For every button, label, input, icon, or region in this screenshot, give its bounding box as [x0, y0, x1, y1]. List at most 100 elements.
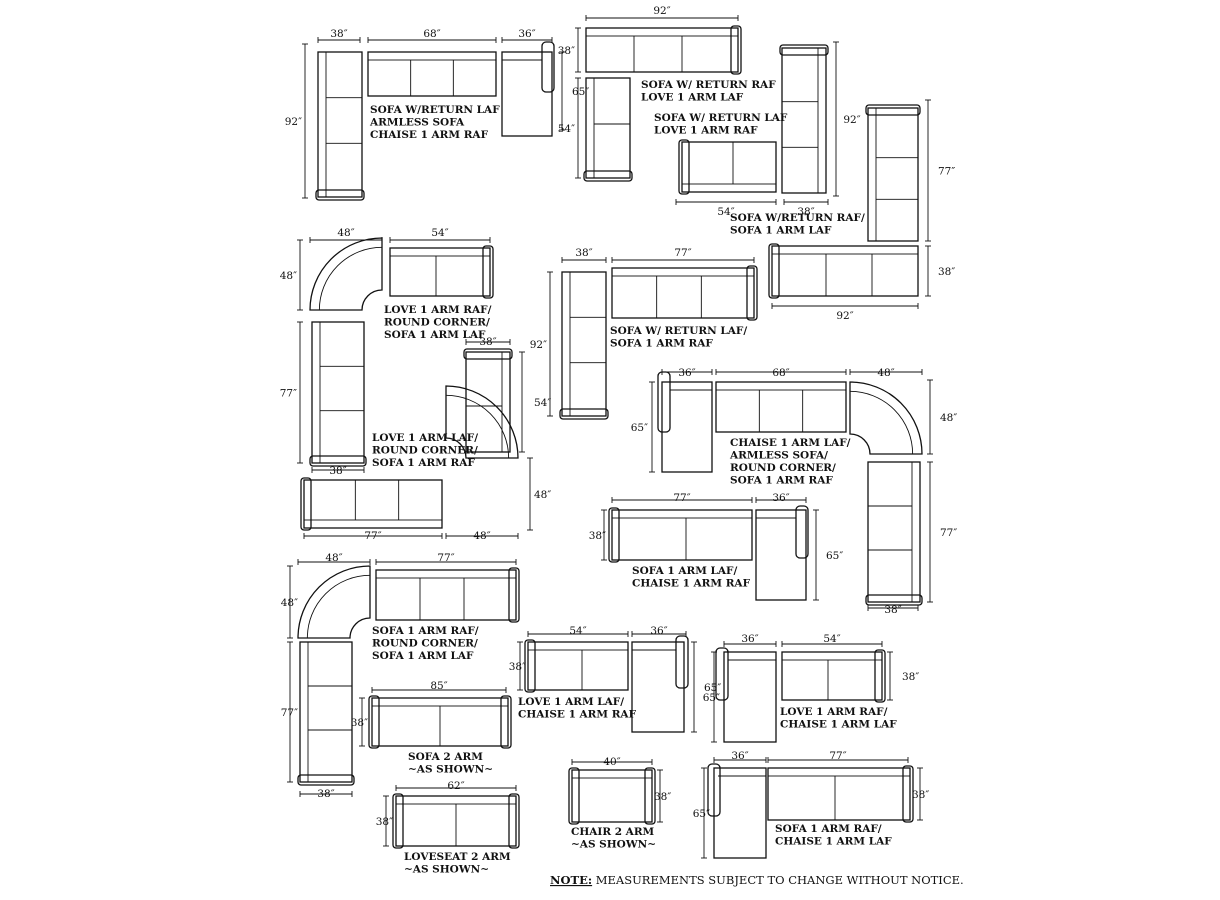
dimension-label: 65″	[703, 692, 720, 704]
dimension-label: 85″	[430, 680, 447, 692]
config-label-line: SOFA 1 ARM LAF	[384, 329, 486, 341]
dimension-label: 54″	[534, 397, 551, 409]
dimension-label: 77″	[364, 530, 381, 542]
dimension-label: 38″	[884, 604, 901, 616]
dimension-label: 48″	[877, 367, 894, 379]
dimension-label: 38″	[329, 465, 346, 477]
dimension-label: 38″	[351, 717, 368, 729]
config-label-line: ROUND CORNER/	[730, 462, 836, 474]
config-label-line: SOFA W/ RETURN LAF/	[610, 325, 747, 337]
config-label-c13: SOFA 2 ARM~AS SHOWN~	[408, 751, 493, 776]
config-label-c4: SOFA W/RETURN RAF/SOFA 1 ARM LAF	[730, 212, 865, 237]
dimension-label: 92″	[843, 114, 860, 126]
dimension-label: 40″	[603, 756, 620, 768]
config-label-line: ROUND CORNER/	[372, 638, 478, 650]
config-label-line: CHAISE 1 ARM LAF	[780, 719, 897, 731]
dimension-label: 77″	[437, 552, 454, 564]
dimension-label: 36″	[678, 367, 695, 379]
config-label-c10: SOFA 1 ARM RAF/ROUND CORNER/SOFA 1 ARM L…	[372, 625, 479, 662]
config-label-line: LOVE 1 ARM LAF/	[518, 696, 624, 708]
config-label-line: CHAISE 1 ARM LAF/	[730, 437, 851, 449]
config-label-line: SOFA 1 ARM RAF/	[775, 823, 882, 835]
config-label-line: LOVE 1 ARM LAF/	[372, 432, 478, 444]
config-label-line: ~AS SHOWN~	[408, 764, 493, 776]
dimension-label: 92″	[653, 5, 670, 17]
dimension-label: 38″	[330, 28, 347, 40]
dimension-label: 77″	[673, 492, 690, 504]
dimension-label: 48″	[940, 412, 957, 424]
config-label-line: SOFA 2 ARM	[408, 751, 483, 763]
dimension-label: 77″	[940, 527, 957, 539]
dimension-label: 36″	[731, 750, 748, 762]
config-label-line: CHAISE 1 ARM RAF	[518, 709, 637, 721]
config-label-c9: SOFA 1 ARM LAF/CHAISE 1 ARM RAF	[632, 565, 751, 590]
config-label-line: ROUND CORNER/	[384, 317, 490, 329]
config-label-line: LOVE 1 ARM RAF/	[384, 304, 492, 316]
config-label-line: SOFA 1 ARM LAF	[372, 650, 474, 662]
config-label-line: CHAIR 2 ARM	[571, 826, 655, 838]
dimension-label: 77″	[829, 750, 846, 762]
dimension-label: 77″	[280, 388, 297, 400]
dimension-label: 38″	[912, 789, 929, 801]
config-label-line: LOVE 1 ARM RAF	[654, 125, 758, 137]
config-label-line: SOFA 1 ARM LAF	[730, 225, 832, 237]
dimension-label: 38″	[654, 791, 671, 803]
dimension-label: 38″	[902, 671, 919, 683]
config-label-c15: CHAIR 2 ARM~AS SHOWN~	[571, 826, 656, 851]
dimension-label: 62″	[447, 780, 464, 792]
config-label-line: ~AS SHOWN~	[404, 864, 489, 876]
disclaimer-note: NOTE: MEASUREMENTS SUBJECT TO CHANGE WIT…	[550, 873, 964, 887]
dimension-label: 48″	[473, 530, 490, 542]
dimension-label: 38″	[376, 816, 393, 828]
dimension-label: 48″	[280, 270, 297, 282]
dimension-label: 65″	[704, 682, 721, 694]
dimension-label: 38″	[797, 206, 814, 218]
config-label-line: ARMLESS SOFA	[369, 117, 465, 129]
config-label-line: LOVESEAT 2 ARM	[404, 851, 511, 863]
dimension-label: 38″	[317, 788, 334, 800]
config-label-line: SOFA W/ RETURN LAF	[654, 112, 788, 124]
config-label-line: LOVE 1 ARM LAF	[641, 92, 744, 104]
dimension-label: 36″	[772, 492, 789, 504]
config-label-c12: LOVE 1 ARM RAF/CHAISE 1 ARM LAF	[780, 706, 897, 731]
config-label-line: SOFA 1 ARM RAF	[730, 475, 833, 487]
config-label-c5: LOVE 1 ARM RAF/ROUND CORNER/SOFA 1 ARM L…	[384, 304, 492, 341]
dimension-label: 38″	[509, 661, 526, 673]
dimension-label: 36″	[518, 28, 535, 40]
dimension-label: 65″	[826, 550, 843, 562]
dimension-label: 68″	[423, 28, 440, 40]
config-label-line: SOFA 1 ARM RAF	[610, 338, 713, 350]
config-label-c14: LOVESEAT 2 ARM~AS SHOWN~	[404, 851, 511, 876]
dimension-label: 48″	[325, 552, 342, 564]
note-text: MEASUREMENTS SUBJECT TO CHANGE WITHOUT N…	[592, 873, 964, 887]
config-label-c8: CHAISE 1 ARM LAF/ARMLESS SOFA/ROUND CORN…	[729, 437, 851, 487]
dimension-label: 54″	[431, 227, 448, 239]
dimension-label: 38″	[479, 336, 496, 348]
dimension-label: 48″	[281, 597, 298, 609]
config-label-line: SOFA 1 ARM RAF/	[372, 625, 479, 637]
dimension-label: 54″	[558, 123, 575, 135]
dimension-label: 68″	[772, 367, 789, 379]
config-label-line: CHAISE 1 ARM RAF	[370, 129, 489, 141]
dimension-label: 54″	[569, 625, 586, 637]
config-label-line: ARMLESS SOFA/	[729, 450, 828, 462]
dimension-label: 38″	[575, 247, 592, 259]
dimension-label: 54″	[717, 206, 734, 218]
dimension-label: 77″	[674, 247, 691, 259]
dimension-label: 92″	[530, 339, 547, 351]
config-label-c7: LOVE 1 ARM LAF/ROUND CORNER/SOFA 1 ARM R…	[372, 432, 478, 469]
config-label-line: ROUND CORNER/	[372, 445, 478, 457]
config-label-line: CHAISE 1 ARM RAF	[632, 578, 751, 590]
dimension-label: 36″	[741, 633, 758, 645]
furniture-drawing	[287, 15, 933, 859]
config-label-line: SOFA 1 ARM LAF/	[632, 565, 737, 577]
config-label-line: SOFA W/ RETURN RAF	[641, 79, 776, 91]
dimension-label: 65″	[631, 422, 648, 434]
dimension-label: 38″	[589, 530, 606, 542]
config-label-c16: SOFA 1 ARM RAF/CHAISE 1 ARM LAF	[775, 823, 892, 848]
config-label-line: CHAISE 1 ARM LAF	[775, 836, 892, 848]
